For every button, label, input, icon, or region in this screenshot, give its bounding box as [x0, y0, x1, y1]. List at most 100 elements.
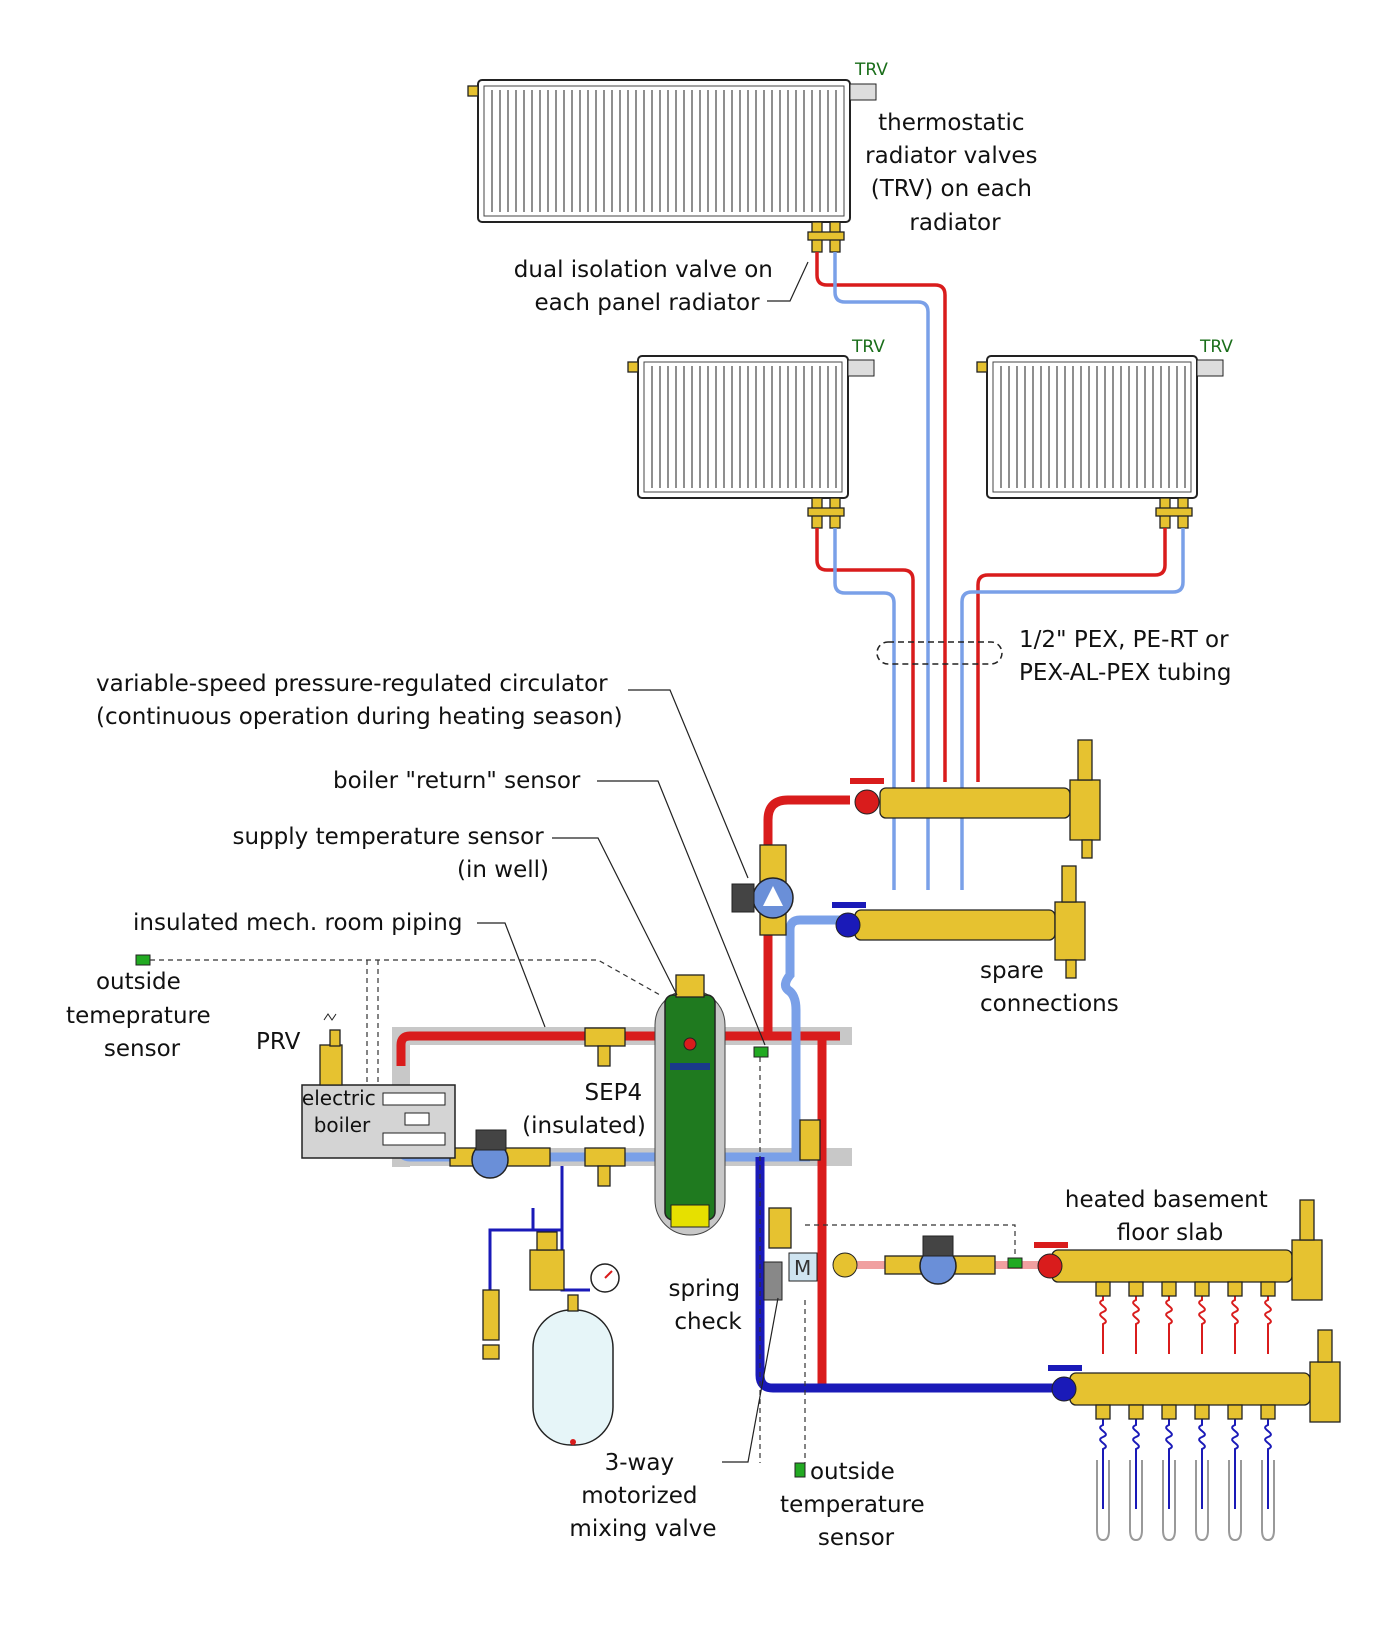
slab-manifold-port	[1161, 1281, 1177, 1297]
outside-sensor-bottom-line-1: outside	[810, 1459, 895, 1485]
leader-lines	[477, 261, 809, 1463]
svg-text:spring check: spring check	[669, 1276, 748, 1335]
slab-tube-hairpin	[1261, 1460, 1275, 1542]
slab-tube-hairpin	[1096, 1460, 1110, 1542]
pex-tubing	[815, 252, 1185, 890]
isolation-label-line-1: dual isolation valve on	[514, 257, 773, 283]
trv-desc-line-4: radiator	[909, 210, 1001, 236]
outside-sensor-left-line-2: temeprature	[66, 1003, 211, 1029]
outside-sensor-bottom-line-3: sensor	[818, 1525, 895, 1551]
circulator-label-line-1: variable-speed pressure-regulated circul…	[96, 671, 608, 697]
slab-tube-hairpin	[1162, 1460, 1176, 1542]
sep4-label-line-2: (insulated)	[522, 1113, 646, 1139]
spring-check-valve	[763, 1261, 783, 1301]
slab-label-line-2: floor slab	[1117, 1220, 1223, 1246]
return-sensor-label: boiler "return" sensor	[333, 768, 581, 794]
svg-text:outside temeprature se: outside temeprature sensor	[66, 969, 218, 1062]
trv-label-top: TRV	[854, 60, 888, 80]
boiler-label-line-1: electric	[302, 1086, 376, 1110]
slab-tube-hairpin	[1228, 1460, 1242, 1542]
svg-text:1/2" PEX, PE-RT or PEX-AL-: 1/2" PEX, PE-RT or PEX-AL-PEX tubing	[1019, 627, 1236, 686]
isolation-valve-middle-left	[807, 497, 845, 529]
slab-supply-manifold	[1034, 1199, 1323, 1301]
control-wiring	[150, 959, 1016, 1463]
slab-manifold-port	[1194, 1281, 1210, 1297]
tubing-label-line-1: 1/2" PEX, PE-RT or	[1019, 627, 1229, 653]
trv-desc-line-2: radiator valves	[865, 143, 1037, 169]
supply-sensor-label-line-1: supply temperature sensor	[233, 824, 545, 850]
slab-manifold-port	[1227, 1281, 1243, 1297]
supply-sensor-label-line-2: (in well)	[457, 857, 549, 883]
slab-manifold-port	[1194, 1404, 1210, 1420]
slab-manifold-port	[1095, 1281, 1111, 1297]
isolation-valve-top	[807, 221, 845, 253]
backflow-preventer	[482, 1289, 500, 1360]
slab-return-loop	[1165, 1405, 1173, 1509]
outside-sensor-bottom-line-2: temperature	[780, 1492, 925, 1518]
sep4-separator	[654, 974, 726, 1236]
spring-check-label-line-1: spring	[669, 1276, 741, 1302]
slab-return-loop	[1231, 1405, 1239, 1509]
slab-return-loop	[1099, 1405, 1107, 1509]
purge-valves	[584, 1027, 821, 1249]
svg-text:electric boiler: electric boiler	[302, 1086, 382, 1137]
svg-text:variable-speed pressure-regula: variable-speed pressure-regulated circul…	[96, 671, 623, 730]
svg-text:spare connections: spare connections	[980, 958, 1119, 1017]
svg-text:supply temperature sensor: supply temperature sensor (in well)	[233, 824, 552, 883]
slab-manifold-port	[1227, 1404, 1243, 1420]
radiator-middle-left	[627, 355, 875, 499]
slab-label-line-1: heated basement	[1065, 1187, 1268, 1213]
slab-tube-hairpin	[1195, 1460, 1209, 1542]
boiler-label-line-2: boiler	[314, 1113, 371, 1137]
radiator-middle-right	[976, 355, 1224, 499]
spare-label-line-1: spare	[980, 958, 1044, 984]
supply-piping	[396, 795, 850, 1390]
outside-sensor-left-line-3: sensor	[104, 1036, 181, 1062]
slab-tube-hairpin	[1129, 1460, 1143, 1542]
trv-desc-line-3: (TRV) on each	[871, 176, 1032, 202]
mixing-valve-label-line-1: 3-way	[605, 1450, 674, 1476]
radiator-supply-manifold	[850, 739, 1101, 859]
trv-label-middle-left: TRV	[851, 337, 885, 357]
tubing-label-line-2: PEX-AL-PEX tubing	[1019, 660, 1231, 686]
slab-supply-loop	[1099, 1282, 1107, 1354]
pressure-reducing-valve	[529, 1231, 565, 1291]
slab-return-loop	[1132, 1405, 1140, 1509]
slab-return-loop	[1264, 1405, 1272, 1509]
three-way-mixing-valve: M	[788, 1252, 858, 1282]
isolation-valve-middle-right	[1155, 497, 1193, 529]
slab-circulator	[884, 1235, 996, 1285]
circulator-label-line-2: (continuous operation during heating sea…	[96, 704, 623, 730]
mixing-valve-label-line-2: motorized	[581, 1483, 697, 1509]
outside-sensor-left-line-1: outside	[96, 969, 181, 995]
expansion-tank	[532, 1294, 614, 1446]
slab-return-loop	[1198, 1405, 1206, 1509]
pressure-gauge	[590, 1263, 620, 1293]
slab-supply-loop	[1231, 1282, 1239, 1354]
slab-manifold-port	[1128, 1281, 1144, 1297]
svg-text:dual isolation valve on ea: dual isolation valve on each panel radia…	[514, 257, 780, 316]
tubing-callout-ellipse	[876, 641, 1003, 665]
slab-manifold-port	[1260, 1404, 1276, 1420]
sep4-label-line-1: SEP4	[585, 1080, 643, 1106]
isolation-label-line-2: each panel radiator	[534, 290, 760, 316]
mixing-valve-label-line-3: mixing valve	[569, 1516, 716, 1542]
slab-manifold-port	[1128, 1404, 1144, 1420]
trv-label-middle-right: TRV	[1199, 337, 1233, 357]
slab-manifold-port	[1161, 1404, 1177, 1420]
svg-text:outside temperature se: outside temperature sensor	[780, 1459, 932, 1551]
slab-supply-loop	[1198, 1282, 1206, 1354]
slab-supply-loop	[1165, 1282, 1173, 1354]
radiator-return-manifold	[832, 865, 1086, 979]
prv-valve	[319, 1013, 343, 1086]
slab-return-manifold	[1048, 1329, 1341, 1423]
svg-text:thermostatic radiator valv: thermostatic radiator valves (TRV) on ea…	[865, 110, 1045, 236]
slab-manifold-port	[1260, 1281, 1276, 1297]
trv-desc-line-1: thermostatic	[878, 110, 1024, 136]
insulated-piping-label: insulated mech. room piping	[133, 910, 462, 936]
electric-boiler	[301, 1084, 456, 1159]
slab-supply-loop	[1264, 1282, 1272, 1354]
svg-text:SEP4 (insulated): SEP4 (insulated)	[522, 1080, 649, 1139]
svg-text:heated basement floor slab: heated basement floor slab	[1065, 1187, 1275, 1246]
